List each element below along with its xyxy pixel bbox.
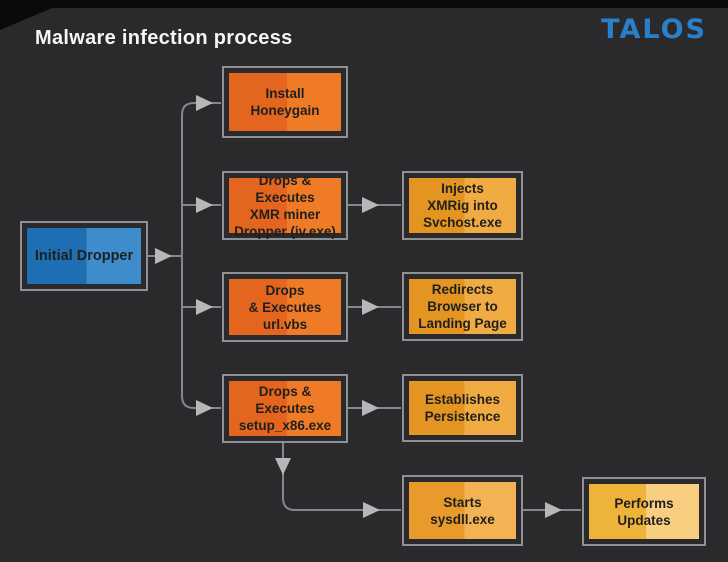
arrowhead-icon — [362, 299, 379, 315]
node-fill: Injects XMRig into Svchost.exe — [409, 178, 516, 233]
arrowhead-icon — [362, 197, 379, 213]
node-label: Drops & Executes setup_x86.exe — [238, 384, 332, 433]
node-performs-updates: Performs Updates — [582, 477, 706, 546]
arrowhead-icon — [196, 197, 213, 213]
arrowhead-icon — [362, 400, 379, 416]
node-redirects-browser: Redirects Browser to Landing Page — [402, 272, 523, 341]
connector-setup-to-sysdll — [282, 443, 401, 511]
node-label: Establishes Persistence — [424, 392, 501, 424]
arrowhead-down-icon — [275, 458, 291, 475]
node-initial-dropper: Initial Dropper — [20, 221, 148, 291]
arrowhead-icon — [196, 299, 213, 315]
node-label: Drops & Executes url.vbs — [248, 282, 322, 332]
node-label: Initial Dropper — [34, 247, 134, 264]
top-black-strip — [0, 0, 728, 8]
node-fill: Drops & Executes setup_x86.exe — [229, 381, 341, 436]
node-label: Drops & Executes XMR miner Dropper (iv.e… — [234, 172, 336, 239]
arrowhead-icon — [363, 502, 380, 518]
node-drops-url-vbs: Drops & Executes url.vbs — [222, 272, 348, 342]
node-fill: Initial Dropper — [27, 228, 141, 284]
connector-trunk-row4 — [181, 255, 221, 409]
node-label: Performs Updates — [614, 495, 674, 528]
node-fill: Drops & Executes XMR miner Dropper (iv.e… — [229, 173, 341, 239]
node-establishes-persistence: Establishes Persistence — [402, 374, 523, 442]
node-label: Install Honeygain — [250, 86, 320, 118]
node-injects-xmrig: Injects XMRig into Svchost.exe — [402, 171, 523, 240]
arrowhead-icon — [196, 400, 213, 416]
top-left-corner-fold — [0, 8, 52, 30]
arrowhead-icon — [196, 95, 213, 111]
talos-logo: TALOS — [601, 14, 707, 45]
page-title: Malware infection process — [35, 27, 293, 49]
node-fill: Install Honeygain — [229, 73, 341, 131]
node-fill: Starts sysdll.exe — [409, 482, 516, 539]
connector-trunk-row1 — [181, 102, 221, 257]
arrowhead-icon — [155, 248, 172, 264]
node-fill: Drops & Executes url.vbs — [229, 279, 341, 335]
node-label: Redirects Browser to Landing Page — [418, 282, 507, 331]
arrowhead-icon — [545, 502, 562, 518]
node-label: Injects XMRig into Svchost.exe — [423, 181, 502, 230]
node-label: Starts sysdll.exe — [430, 494, 495, 527]
node-starts-sysdll: Starts sysdll.exe — [402, 475, 523, 546]
node-fill: Performs Updates — [589, 484, 699, 539]
node-xmr-miner-dropper: Drops & Executes XMR miner Dropper (iv.e… — [222, 171, 348, 240]
node-drops-setup-x86: Drops & Executes setup_x86.exe — [222, 374, 348, 443]
node-fill: Redirects Browser to Landing Page — [409, 279, 516, 334]
node-install-honeygain: Install Honeygain — [222, 66, 348, 138]
node-fill: Establishes Persistence — [409, 381, 516, 435]
